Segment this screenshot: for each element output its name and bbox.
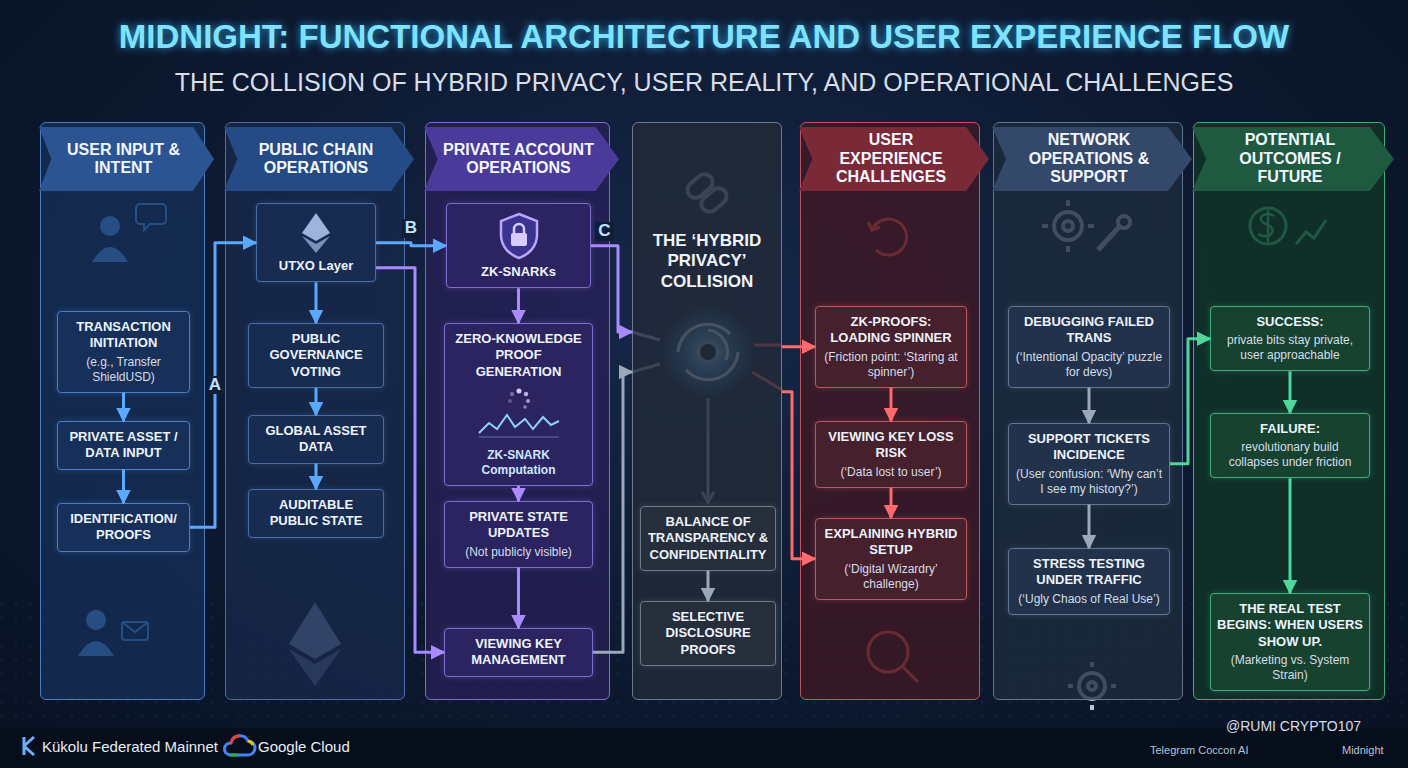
process-box: STRESS TESTING UNDER TRAFFIC (‘Ugly Chaos… bbox=[1008, 548, 1170, 615]
box-title: VIEWING KEY LOSS RISK bbox=[822, 429, 960, 462]
box-title: ZERO-KNOWLEDGE PROOF GENERATION bbox=[451, 331, 586, 380]
column-panel: NETWORK OPERATIONS & SUPPORTDEBUGGING FA… bbox=[993, 122, 1183, 700]
box-note: (‘Intentional Opacity’ puzzle for devs) bbox=[1015, 350, 1163, 380]
box-title: VIEWING KEY MANAGEMENT bbox=[451, 636, 586, 669]
box-title: PRIVATE ASSET / DATA INPUT bbox=[64, 429, 183, 462]
box-title: DEBUGGING FAILED TRANS bbox=[1015, 314, 1163, 347]
process-box: ZK-SNARKs bbox=[446, 203, 591, 288]
box-title: TRANSACTION INITIATION bbox=[64, 319, 183, 352]
box-title: PUBLIC GOVERNANCE VOTING bbox=[255, 331, 377, 380]
process-box: THE REAL TEST BEGINS: WHEN USERS SHOW UP… bbox=[1210, 593, 1370, 691]
box-title: ZK-SNARKs bbox=[481, 264, 556, 280]
box-title: ZK-PROOFS: LOADING SPINNER bbox=[822, 314, 960, 347]
process-box: GLOBAL ASSET DATA bbox=[248, 415, 384, 464]
process-box: PUBLIC GOVERNANCE VOTING bbox=[248, 323, 384, 388]
process-box: ZERO-KNOWLEDGE PROOF GENERATION ZK-SNARK … bbox=[444, 323, 593, 486]
process-box: AUDITABLE PUBLIC STATE bbox=[248, 489, 384, 538]
box-title: AUDITABLE PUBLIC STATE bbox=[255, 497, 377, 530]
edge-label: C bbox=[595, 222, 613, 241]
box-title: SELECTIVE DISCLOSURE PROOFS bbox=[647, 609, 769, 658]
edge-label: B bbox=[402, 219, 420, 238]
footer-label: Midnight bbox=[1342, 744, 1384, 756]
process-box: ZK-PROOFS: LOADING SPINNER(Friction poin… bbox=[815, 306, 967, 388]
column-panel: PRIVATE ACCOUNT OPERATIONSZK-SNARKsZERO-… bbox=[425, 122, 610, 700]
box-title: STRESS TESTING UNDER TRAFFIC bbox=[1015, 556, 1163, 589]
process-box: SUPPORT TICKETS INCIDENCE(User confusion… bbox=[1008, 423, 1170, 505]
box-note: (‘Data lost to user’) bbox=[840, 465, 941, 480]
column-header: USER EXPERIENCE CHALLENGES bbox=[799, 127, 989, 191]
title: MIDNIGHT: FUNCTIONAL ARCHITECTURE AND US… bbox=[0, 18, 1408, 56]
logo-mark bbox=[24, 737, 34, 755]
box-title: GLOBAL ASSET DATA bbox=[255, 423, 377, 456]
process-box: IDENTIFICATION/ PROOFS bbox=[57, 503, 190, 552]
google-cloud-logo bbox=[224, 736, 255, 755]
box-note: (e.g., Transfer ShieldUSD) bbox=[64, 355, 183, 385]
footer-bar bbox=[0, 728, 1408, 768]
box-title: IDENTIFICATION/ PROOFS bbox=[64, 511, 183, 544]
process-box: UTXO Layer bbox=[256, 203, 376, 282]
box-icon bbox=[497, 211, 541, 261]
footer-label: Kükolu Federated Mainnet bbox=[42, 738, 218, 755]
box-title: FAILURE: bbox=[1260, 421, 1320, 437]
column-panel: USER INPUT & INTENTTRANSACTION INITIATIO… bbox=[40, 122, 205, 700]
process-box: PRIVATE ASSET / DATA INPUT bbox=[57, 421, 190, 470]
box-note: (User confusion: ‘Why can’t I see my his… bbox=[1015, 467, 1163, 497]
process-box: VIEWING KEY MANAGEMENT bbox=[444, 628, 593, 677]
box-title: EXPLAINING HYBRID SETUP bbox=[822, 526, 960, 559]
column-header: PUBLIC CHAIN OPERATIONS bbox=[224, 127, 414, 191]
process-box: TRANSACTION INITIATION(e.g., Transfer Sh… bbox=[57, 311, 190, 393]
process-box: DEBUGGING FAILED TRANS(‘Intentional Opac… bbox=[1008, 306, 1170, 388]
box-title: PRIVATE STATE UPDATES bbox=[451, 509, 586, 542]
process-box: SELECTIVE DISCLOSURE PROOFS bbox=[640, 601, 776, 666]
process-box: VIEWING KEY LOSS RISK (‘Data lost to user… bbox=[815, 421, 967, 488]
process-box: PRIVATE STATE UPDATES (Not publicly visib… bbox=[444, 501, 593, 568]
footer-label: Telegram Coccon AI bbox=[1150, 744, 1248, 756]
process-box: EXPLAINING HYBRID SETUP(‘Digital Wizardr… bbox=[815, 518, 967, 600]
process-box: FAILURE: revolutionary build collapses un… bbox=[1210, 413, 1370, 478]
box-icon bbox=[299, 211, 333, 255]
column-header: NETWORK OPERATIONS & SUPPORT bbox=[992, 127, 1192, 191]
column-panel: THE ‘HYBRID PRIVACY’ COLLISION BALANCE OF… bbox=[632, 122, 782, 700]
box-note: ZK-SNARK Computation bbox=[451, 448, 586, 478]
box-note: (Friction point: ‘Staring at spinner’) bbox=[822, 350, 960, 380]
box-note: revolutionary build collapses under fric… bbox=[1217, 440, 1363, 470]
column-panel: PUBLIC CHAIN OPERATIONSUTXO LayerPUBLIC … bbox=[225, 122, 405, 700]
footer-label: Google Cloud bbox=[258, 738, 350, 755]
box-title: SUCCESS: bbox=[1256, 314, 1323, 330]
box-note: (‘Ugly Chaos of Real Use’) bbox=[1018, 592, 1159, 607]
column-panel: USER EXPERIENCE CHALLENGESZK-PROOFS: LOA… bbox=[800, 122, 980, 700]
process-box: SUCCESS: private bits stay private, user … bbox=[1210, 306, 1370, 371]
box-note: (Not publicly visible) bbox=[465, 545, 572, 560]
box-title: UTXO Layer bbox=[279, 258, 353, 274]
column-panel: POTENTIAL OUTCOMES / FUTURESUCCESS:priva… bbox=[1193, 122, 1385, 700]
box-note: private bits stay private, user approach… bbox=[1217, 333, 1363, 363]
box-note: (Marketing vs. System Strain) bbox=[1217, 653, 1363, 683]
column-header: PRIVATE ACCOUNT OPERATIONS bbox=[424, 127, 619, 191]
section-heading: THE ‘HYBRID PRIVACY’ COLLISION bbox=[633, 231, 781, 292]
subtitle: THE COLLISION OF HYBRID PRIVACY, USER RE… bbox=[0, 68, 1408, 97]
watermark: @RUMI CRYPTO107 bbox=[1226, 718, 1361, 734]
process-box: BALANCE OF TRANSPARENCY & CONFIDENTIALIT… bbox=[640, 506, 776, 571]
box-title: BALANCE OF TRANSPARENCY & CONFIDENTIALIT… bbox=[647, 514, 769, 563]
box-title: SUPPORT TICKETS INCIDENCE bbox=[1015, 431, 1163, 464]
column-header: POTENTIAL OUTCOMES / FUTURE bbox=[1192, 127, 1394, 191]
edge-label: A bbox=[206, 376, 224, 395]
column-header: USER INPUT & INTENT bbox=[39, 127, 214, 191]
spinner-chart-icon bbox=[459, 383, 579, 445]
box-note: (‘Digital Wizardry’ challenge) bbox=[822, 562, 960, 592]
box-title: THE REAL TEST BEGINS: WHEN USERS SHOW UP… bbox=[1217, 601, 1363, 650]
